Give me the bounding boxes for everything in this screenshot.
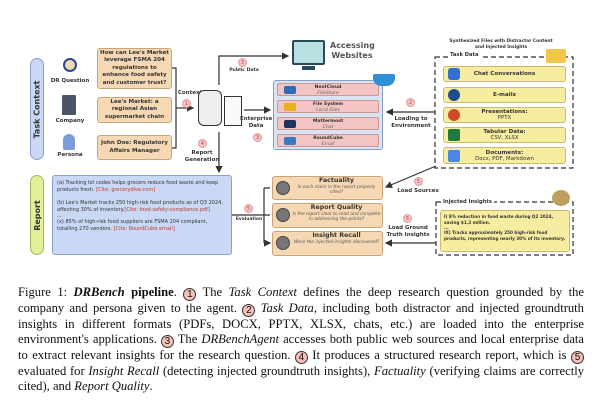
task-data-label: Task Data <box>448 52 481 59</box>
evaluation-label: Evaluation <box>235 217 263 222</box>
dr-question-label: DR Question <box>50 78 90 84</box>
report-ellipsis: ... <box>57 213 62 219</box>
lightbulb-insight-icon <box>552 190 570 206</box>
task-data-documents: Documents:Docx, PDF, Markdown <box>443 147 566 164</box>
injected-insights-box: I) 8% reduction in food waste during Q2 … <box>440 210 570 252</box>
task-data-list: Chat Conversations E-mails Presentations… <box>435 57 573 168</box>
monitor-stand <box>302 66 315 70</box>
task-data-presentations: Presentations:PPTX <box>443 107 566 123</box>
injected-insight-item: I) 8% reduction in food waste during Q2 … <box>444 214 554 225</box>
company-box: Lee's Market: a regional Asian supermark… <box>97 97 172 123</box>
dr-question-icon <box>63 58 77 72</box>
context-label: Context <box>177 90 203 96</box>
report-item: (a) Tracking lot codes helps grocers red… <box>57 180 219 194</box>
company-icon <box>62 95 76 115</box>
step-2-badge: 2 <box>406 98 415 107</box>
step-1-badge: 1 <box>182 99 191 108</box>
report-box: (a) Tracking lot codes helps grocers red… <box>52 175 232 255</box>
enterprise-data-label: Enterprise Data <box>240 116 273 130</box>
load-ground-truth-label: Load Ground Truth Insights <box>386 225 430 239</box>
document-icon <box>448 149 460 162</box>
excel-icon <box>448 129 460 141</box>
task-data-caption: Synthesized Files with Distractor Conten… <box>449 39 553 50</box>
task-data-emails: E-mails <box>443 87 566 103</box>
task-data-chat: Chat Conversations <box>443 66 566 82</box>
company-label: Company <box>55 118 85 124</box>
step-5-badge-evaluation: 5 <box>244 204 253 213</box>
step-4-badge: 4 <box>198 139 207 148</box>
report-text: Report <box>32 199 42 231</box>
loading-label: Loading to Environment <box>391 116 431 130</box>
task-context-label: Task Context <box>30 58 44 160</box>
llm-judge-icon <box>276 208 290 222</box>
documents-icon <box>224 96 242 126</box>
report-item: (x) 85% of high-risk food suppliers are … <box>57 219 208 233</box>
dr-question-box: How can Lee's Market leverage FSMA 204 r… <box>97 48 172 89</box>
powerpoint-icon <box>448 109 460 121</box>
folder-icon <box>284 103 296 111</box>
roundcube-icon <box>284 137 296 145</box>
step-3-badge-public: 3 <box>238 58 247 67</box>
email-icon <box>448 89 460 101</box>
persona-label: Persona <box>57 152 83 158</box>
folder-files-icon <box>546 49 566 63</box>
step-3-badge-enterprise: 3 <box>253 133 262 142</box>
monitor-icon <box>292 40 325 65</box>
mattermost-icon <box>284 120 296 128</box>
persona-icon <box>63 134 75 150</box>
factuality-badge-icon <box>276 181 290 195</box>
report-item: (b) Lee's Market tracks 250 high-risk fo… <box>57 199 223 213</box>
injected-insights-label: Injected Insights <box>441 199 494 206</box>
report-label: Report <box>30 175 44 255</box>
robot-agent-icon <box>198 90 222 126</box>
load-sources-label: Load Sources <box>397 188 439 194</box>
chat-icon <box>448 68 460 80</box>
public-data-label: Public Data <box>229 68 259 73</box>
task-context-text: Task Context <box>32 80 42 138</box>
injected-insight-item: IX) Tracks approximately 250 high-risk f… <box>444 229 566 241</box>
nextcloud-icon <box>284 86 296 94</box>
persona-box: John Doe: Regulatory Affairs Manager <box>97 135 172 160</box>
accessing-websites-title: Accessing Websites <box>330 41 375 61</box>
llm-judge-icon <box>276 236 290 250</box>
task-data-tabular: Tabular Data:CSV, XLSX <box>443 127 566 143</box>
docker-whale-icon <box>373 74 395 86</box>
step-5-badge-groundtruth: 5 <box>403 214 412 223</box>
report-generation-label: Report Generation <box>184 150 220 164</box>
step-5-badge-sources: 5 <box>414 177 423 186</box>
figure-caption: Figure 1: DRBench pipeline. 1 The Task C… <box>18 285 584 393</box>
flow-arrows <box>172 52 574 256</box>
injected-ellipsis: ... <box>444 224 449 230</box>
